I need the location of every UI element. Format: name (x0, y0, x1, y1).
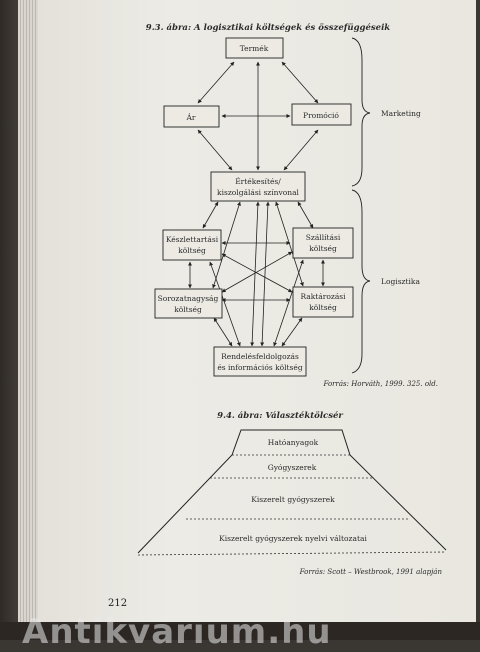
node-termek-label: Termék (240, 44, 269, 53)
brace-label-logisztika: Logisztika (381, 277, 420, 286)
arrow-ert-szallitasi (297, 201, 314, 229)
node-sorozat-label-1: Sorozatnagyság (158, 294, 219, 303)
node-promocio-label: Promóció (303, 111, 339, 120)
node-ar (163, 105, 220, 128)
funnel-dividers (137, 454, 447, 556)
diagram-arrows (188, 61, 325, 347)
marketing-brace (351, 37, 371, 187)
arrow-ar-ertekesites (197, 129, 233, 171)
node-rendeles-label-1: Rendelésfeldolgozás (221, 352, 299, 361)
figure2-source: Forrás: Scott – Westbrook, 1991 alapján (299, 568, 443, 576)
node-keszlettartasi (162, 229, 222, 261)
node-szallitasi-label-1: Szállítási (306, 233, 341, 242)
node-sorozat-label-2: költség (174, 305, 202, 314)
funnel-level-4: Kiszerelt gyógyszerek nyelvi változatai (219, 534, 367, 543)
node-ertekesites-label-2: kiszolgálási színvonal (217, 188, 300, 197)
node-ar-label: Ár (185, 113, 195, 122)
arrow-termek-ar (197, 61, 235, 104)
page-edges (18, 0, 40, 625)
node-szallitasi (292, 227, 354, 259)
funnel-level-1: Hatóanyagok (268, 438, 319, 447)
node-rendelesfeldolgozas (213, 346, 307, 377)
arrow-sorozat-rendeles (213, 317, 233, 347)
node-raktarozasi-label-1: Raktározási (300, 292, 346, 301)
watermark: Antikvárium.hu (22, 612, 332, 652)
funnel-divider-4 (137, 551, 447, 556)
arrow-ert-keszlet (202, 201, 219, 229)
node-rendeles-label-2: és információs költség (217, 363, 302, 372)
node-ertekesites-label-1: Értékesítés/ (235, 177, 281, 186)
funnel-level-2: Gyógyszerek (268, 463, 317, 472)
figure1-source: Forrás: Horváth, 1999. 325. old. (322, 380, 438, 388)
node-sorozatnagysag (154, 288, 223, 319)
arrow-szallitasi-rendeles (273, 259, 304, 347)
arrow-keszlet-rendeles (209, 261, 241, 347)
funnel-outline (137, 429, 447, 554)
arrow-ert-rendeles-2 (260, 201, 270, 347)
arrow-raktarozasi-rendeles (281, 317, 303, 347)
node-promocio (291, 103, 352, 126)
figure1-caption: 9.3. ábra: A logisztikai költségek és ös… (146, 22, 391, 33)
node-raktarozasi (292, 286, 354, 318)
bottom-shadow (0, 622, 480, 640)
page-number: 212 (108, 598, 127, 609)
arrow-promocio-ertekesites (283, 129, 319, 171)
figure2-caption: 9.4. ábra: Választéktölcsér (217, 410, 343, 421)
logisztika-brace (351, 189, 371, 374)
node-ertekesites (210, 171, 306, 202)
node-keszlet-label-1: Készlettartási (166, 235, 219, 244)
brace-label-marketing: Marketing (381, 109, 421, 118)
node-raktarozasi-label-2: költség (309, 303, 337, 312)
arrow-termek-promocio (281, 61, 319, 104)
node-keszlet-label-2: költség (178, 246, 206, 255)
node-szallitasi-label-2: költség (309, 244, 337, 253)
node-termek (225, 37, 284, 59)
funnel-level-3: Kiszerelt gyógyszerek (251, 495, 335, 504)
